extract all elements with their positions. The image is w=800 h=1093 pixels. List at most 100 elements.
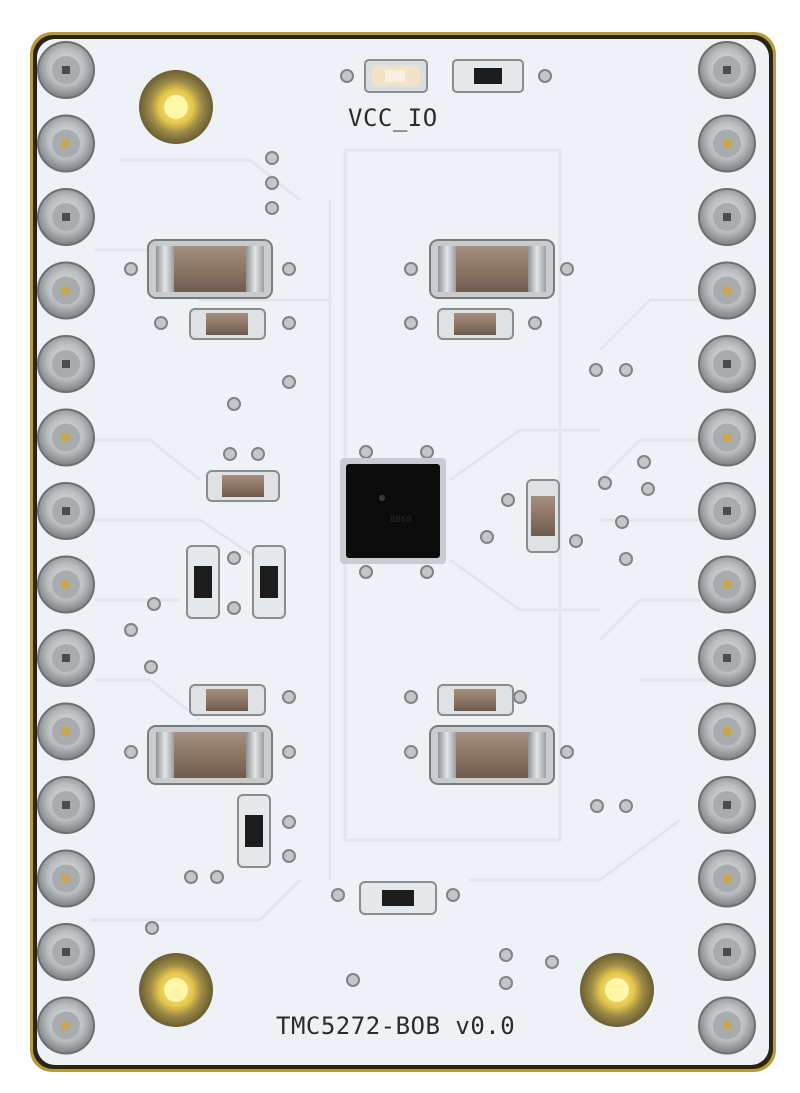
capacitor-large-top-right	[429, 239, 555, 299]
via-51	[446, 888, 460, 902]
via-8	[404, 262, 418, 276]
via-13	[528, 316, 542, 330]
capacitor-small-bottom-left	[189, 684, 266, 716]
via-25	[501, 493, 515, 507]
capacitor-large-bottom-left	[147, 725, 273, 785]
via-49	[210, 870, 224, 884]
via-16	[589, 363, 603, 377]
via-15	[227, 397, 241, 411]
via-1	[340, 69, 354, 83]
header-pin-right-11	[698, 776, 756, 834]
via-39	[404, 745, 418, 759]
via-47	[619, 799, 633, 813]
header-pins-left	[37, 41, 95, 1055]
capacitor-large-bottom-right	[429, 725, 555, 785]
capacitor-large-top-left	[147, 239, 273, 299]
via-43	[513, 690, 527, 704]
via-17	[619, 363, 633, 377]
via-10	[154, 316, 168, 330]
via-53	[499, 948, 513, 962]
via-30	[359, 565, 373, 579]
via-55	[545, 955, 559, 969]
via-56	[346, 973, 360, 987]
via-38	[282, 745, 296, 759]
board-label: TMC5272-BOB v0.0	[276, 1012, 515, 1040]
via-50	[331, 888, 345, 902]
header-pins-right	[698, 41, 756, 1055]
via-28	[615, 515, 629, 529]
header-pin-right-13	[698, 923, 756, 981]
via-4	[265, 176, 279, 190]
header-pin-right-1	[698, 41, 756, 99]
header-pin-left-5	[37, 335, 95, 393]
header-pin-left-9	[37, 629, 95, 687]
header-pin-right-10	[698, 702, 756, 761]
header-pin-left-2	[37, 114, 95, 173]
header-pin-left-13	[37, 923, 95, 981]
via-22	[637, 455, 651, 469]
capacitor-small-top-right	[437, 308, 514, 340]
via-46	[590, 799, 604, 813]
via-45	[282, 849, 296, 863]
via-37	[124, 745, 138, 759]
header-pin-right-3	[698, 188, 756, 246]
via-29	[619, 552, 633, 566]
header-pin-left-10	[37, 702, 95, 761]
via-41	[282, 690, 296, 704]
mounting-hole-bottom-right	[580, 953, 654, 1027]
via-54	[499, 976, 513, 990]
header-pin-right-4	[698, 261, 756, 320]
via-21	[251, 447, 265, 461]
header-pin-right-2	[698, 114, 756, 173]
via-3	[265, 151, 279, 165]
main-ic-chip: 8868	[340, 458, 446, 564]
via-6	[124, 262, 138, 276]
via-40	[560, 745, 574, 759]
copper-traces	[90, 148, 710, 922]
via-7	[282, 262, 296, 276]
header-pin-left-14	[37, 996, 95, 1055]
capacitor-small-mid-left	[206, 470, 280, 502]
via-19	[420, 445, 434, 459]
via-5	[265, 201, 279, 215]
resistor-vertical-left-2	[252, 545, 286, 619]
via-33	[227, 601, 241, 615]
svg-text:8868: 8868	[390, 515, 412, 525]
header-pin-left-6	[37, 408, 95, 467]
via-12	[404, 316, 418, 330]
via-36	[144, 660, 158, 674]
via-42	[404, 690, 418, 704]
header-pin-left-11	[37, 776, 95, 834]
resistor-vertical-bottom	[237, 794, 271, 868]
via-26	[480, 530, 494, 544]
header-pin-right-6	[698, 408, 756, 467]
via-48	[184, 870, 198, 884]
via-34	[147, 597, 161, 611]
header-pin-left-8	[37, 555, 95, 614]
via-18	[359, 445, 373, 459]
via-44	[282, 815, 296, 829]
mounting-hole-bottom-left	[139, 953, 213, 1027]
mounting-hole-top-left	[139, 70, 213, 144]
header-pin-right-7	[698, 482, 756, 540]
capacitor-small-vertical-right	[526, 479, 560, 553]
header-pin-right-8	[698, 555, 756, 614]
via-23	[641, 482, 655, 496]
resistor-vertical-left-1	[186, 545, 220, 619]
via-27	[569, 534, 583, 548]
via-11	[282, 316, 296, 330]
header-pin-left-7	[37, 482, 95, 540]
via-31	[420, 565, 434, 579]
header-pin-left-3	[37, 188, 95, 246]
header-pin-left-4	[37, 261, 95, 320]
capacitor-small-top-left	[189, 308, 266, 340]
header-pin-right-5	[698, 335, 756, 393]
vcc-io-led	[364, 59, 428, 93]
vcc-io-label: VCC_IO	[348, 104, 438, 132]
resistor-horizontal-bottom	[359, 881, 437, 915]
header-pin-right-12	[698, 849, 756, 908]
via-24	[598, 476, 612, 490]
vias	[124, 69, 655, 990]
via-2	[538, 69, 552, 83]
